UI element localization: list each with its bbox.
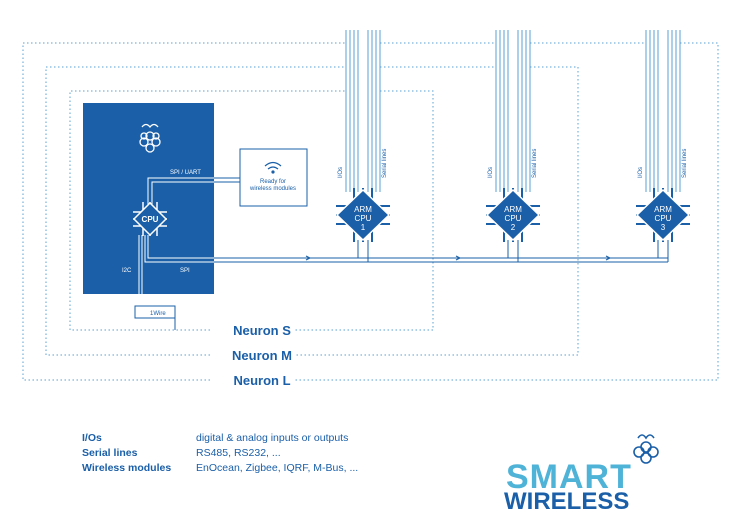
legend-term: Wireless modules — [82, 462, 172, 474]
logo-word-2: WIRELESS — [504, 488, 630, 515]
legend-definition: digital & analog inputs or outputs — [196, 432, 349, 444]
neuron-s-box — [69, 90, 434, 331]
ios-label-1: I/Os — [338, 167, 344, 178]
bus-arrows — [305, 255, 612, 261]
arm-cpu-1: ARM CPU 1 — [335, 188, 391, 242]
neuron-s-label: Neuron S — [233, 323, 291, 338]
brand-logo: SMART WIRELESS — [500, 430, 740, 523]
arm-cpu-3-line3: 3 — [661, 223, 666, 232]
wireless-modules-box — [239, 148, 308, 207]
serial-label-2: Serial lines — [532, 149, 538, 178]
spi-label: SPI — [180, 268, 190, 274]
serial-label-1: Serial lines — [382, 149, 388, 178]
neuron-l-label: Neuron L — [233, 373, 290, 388]
neuron-m-label: Neuron M — [232, 348, 292, 363]
legend-definition: EnOcean, Zigbee, IQRF, M-Bus, ... — [196, 462, 359, 474]
main-cpu — [132, 201, 168, 237]
chip-icon: CPU — [132, 201, 168, 237]
arm-cpu-3-line1: ARM — [654, 205, 672, 214]
neuron-l-box — [22, 42, 719, 381]
legend-term: I/Os — [82, 432, 102, 444]
arm-cpu-2-line3: 2 — [511, 223, 516, 232]
wireless-label-line2: wireless modules — [249, 186, 296, 192]
arm-cpu-2: ARM CPU 2 — [485, 188, 541, 242]
arm-cpu-2-line1: ARM — [504, 205, 522, 214]
bus-lines — [214, 240, 669, 263]
arm-cpu-3: ARM CPU 3 — [635, 188, 691, 242]
ios-label-2: I/Os — [488, 167, 494, 178]
raspberry-pi-icon — [633, 434, 659, 464]
arm-cpu-2-line2: CPU — [505, 214, 522, 223]
arm-cpu-1-line3: 1 — [361, 223, 366, 232]
main-cpu-label: CPU — [142, 215, 159, 224]
raspberry-pi-icon — [139, 123, 161, 153]
i2c-label: I2C — [122, 268, 132, 274]
serial-label-3: Serial lines — [682, 149, 688, 178]
arm-cpu-wires — [345, 30, 681, 192]
wireless-label-line1: Ready for — [260, 179, 286, 185]
legend-definition: RS485, RS232, ... — [196, 447, 281, 459]
arm-cpu-1-line2: CPU — [355, 214, 372, 223]
arm-cpu-1-line1: ARM — [354, 205, 372, 214]
arm-cpu-3-line2: CPU — [655, 214, 672, 223]
spi-uart-link-outside — [214, 177, 240, 183]
spi-uart-label: SPI / UART — [170, 170, 201, 176]
onewire-label: 1Wire — [150, 311, 166, 317]
neuron-m-box — [45, 66, 579, 356]
legend-term: Serial lines — [82, 447, 138, 459]
bus-lines-internal — [138, 235, 214, 306]
logo-word-1: SMART — [506, 458, 632, 496]
spi-uart-link — [147, 177, 214, 205]
wifi-icon — [264, 161, 282, 174]
ios-label-3: I/Os — [638, 167, 644, 178]
